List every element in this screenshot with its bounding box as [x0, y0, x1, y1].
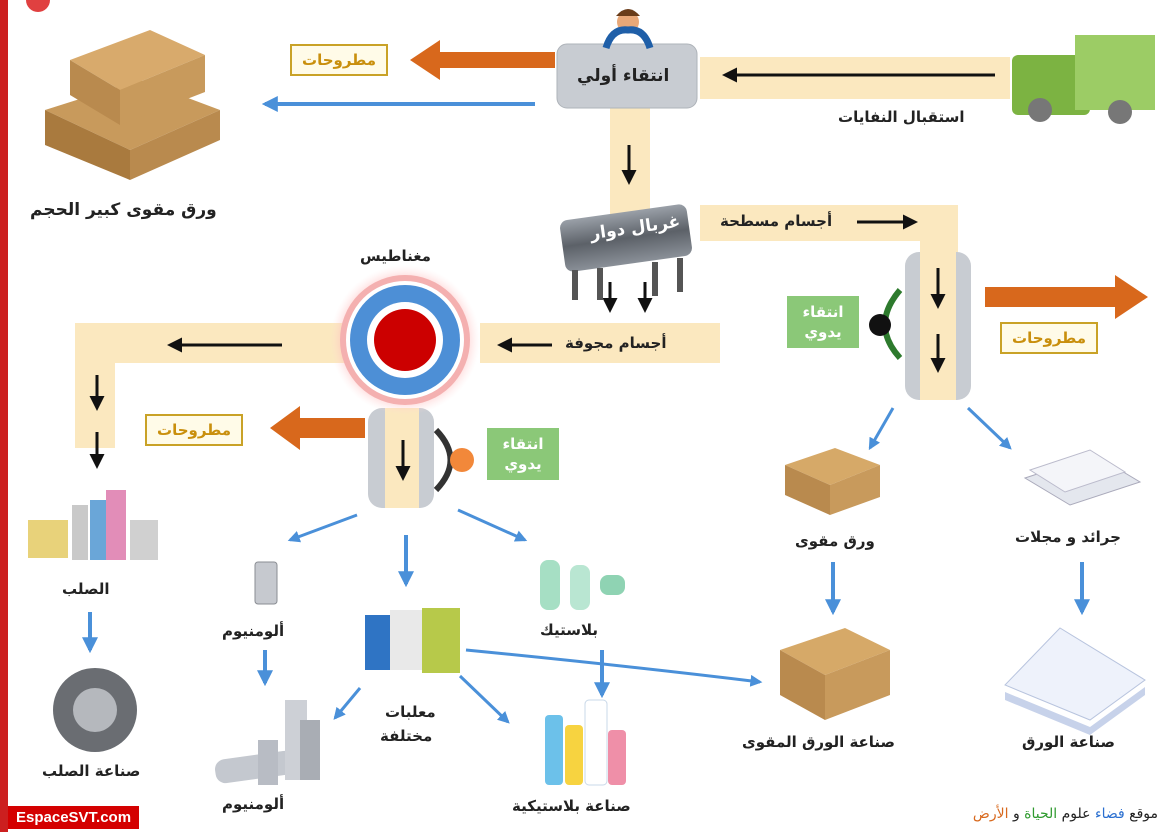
plastic-bottles-illustration	[540, 560, 625, 610]
arrow-aluminium	[287, 513, 358, 543]
corner-badge	[26, 0, 50, 12]
arrow-plastic	[457, 508, 528, 542]
site-prefix: موقع	[1129, 806, 1158, 822]
discard-arrow-2	[270, 406, 365, 450]
left-border	[0, 0, 8, 832]
worker-head-1	[869, 314, 891, 336]
label-initial-sorting: انتقاء أولي	[577, 66, 670, 86]
worker-head-2	[450, 448, 474, 472]
arrow-to-cardboard	[868, 407, 895, 451]
discard-label-1: مطروحات	[290, 44, 389, 76]
aluminium-rolls-illustration	[215, 700, 320, 785]
food-cans-illustration	[365, 608, 460, 673]
aluminium-can-illustration	[254, 561, 278, 605]
manual-sort-label-1-line2: يدوي	[804, 323, 842, 341]
label-cans-line1: معلبات	[385, 703, 436, 721]
label-cans-line2: مختلفة	[380, 727, 433, 745]
label-paper-industry: صناعة الورق	[1022, 733, 1116, 751]
manual-sort-label-1-line1: انتقاء	[802, 303, 844, 321]
arrow-cans-plastic	[458, 674, 510, 724]
big-cardboard-illustration	[45, 30, 220, 180]
magnet	[330, 265, 480, 415]
initial-sorting-box	[556, 43, 698, 109]
brand-badge[interactable]: EspaceSVT.com	[8, 806, 140, 829]
label-plastic-industry: صناعة بلاستيكية	[512, 797, 631, 815]
paper-stack-illustration	[1004, 627, 1146, 735]
steel-cans-illustration	[28, 490, 158, 560]
manual-sort-label-2-line1: انتقاء	[502, 435, 544, 453]
discard-label-3: مطروحات	[1000, 322, 1099, 354]
newspapers-illustration	[1023, 449, 1142, 506]
rotary-sieve	[560, 204, 692, 300]
label-newspapers: جرائد و مجلات	[1015, 528, 1121, 546]
label-cardboard: ورق مقوى	[795, 532, 875, 550]
arrow-cans-cardboard	[465, 648, 763, 687]
manual-sort-label-1: انتقاء يدوي	[787, 296, 859, 348]
cardboard-industry-illustration	[780, 628, 890, 720]
cardboard-box-illustration	[785, 448, 880, 515]
worker-hair	[616, 9, 640, 16]
site-and: و	[1012, 806, 1020, 822]
site-word1: فضاء	[1094, 806, 1125, 822]
manual-sort-label-2-line2: يدوي	[504, 455, 542, 473]
site-credit: موقع فضاء علوم الحياة و الأرض	[973, 806, 1158, 822]
steel-gear-illustration	[53, 668, 137, 752]
worker-arms-2	[433, 427, 454, 493]
label-aluminium-1: ألومنيوم	[222, 622, 285, 640]
label-big-cardboard: ورق مقوى كبير الحجم	[30, 200, 217, 220]
discard-arrow-3	[985, 275, 1148, 319]
worker-arms	[602, 26, 654, 50]
label-aluminium-2: ألومنيوم	[222, 795, 285, 813]
reception-conveyor	[700, 57, 1010, 99]
steel-down-conveyor	[75, 323, 115, 448]
label-hollow-objects: أجسام مجوفة	[565, 334, 667, 352]
label-flat-objects: أجسام مسطحة	[720, 212, 833, 230]
arrow-to-newspapers	[966, 406, 1012, 450]
hollow-objects-conveyor	[480, 323, 720, 363]
discard-label-2: مطروحات	[145, 414, 244, 446]
label-magnets: مغناطيس	[360, 247, 431, 265]
label-steel-industry: صناعة الصلب	[42, 762, 141, 780]
site-word2: علوم	[1061, 806, 1091, 822]
discard-arrow-1	[410, 40, 555, 80]
label-waste-reception: استقبال النفايات	[838, 108, 965, 126]
garbage-truck-illustration	[1012, 35, 1155, 124]
site-word4: الأرض	[972, 806, 1009, 822]
manual-sort-label-2: انتقاء يدوي	[487, 428, 559, 480]
label-plastic: بلاستيك	[540, 621, 598, 639]
arrow-cans-aluminium	[333, 687, 362, 720]
steel-conveyor	[75, 323, 355, 363]
label-cardboard-industry: صناعة الورق المقوى	[742, 733, 896, 751]
site-word3: الحياة	[1024, 806, 1058, 822]
label-steel: الصلب	[62, 580, 110, 598]
plastic-products-illustration	[545, 699, 626, 786]
